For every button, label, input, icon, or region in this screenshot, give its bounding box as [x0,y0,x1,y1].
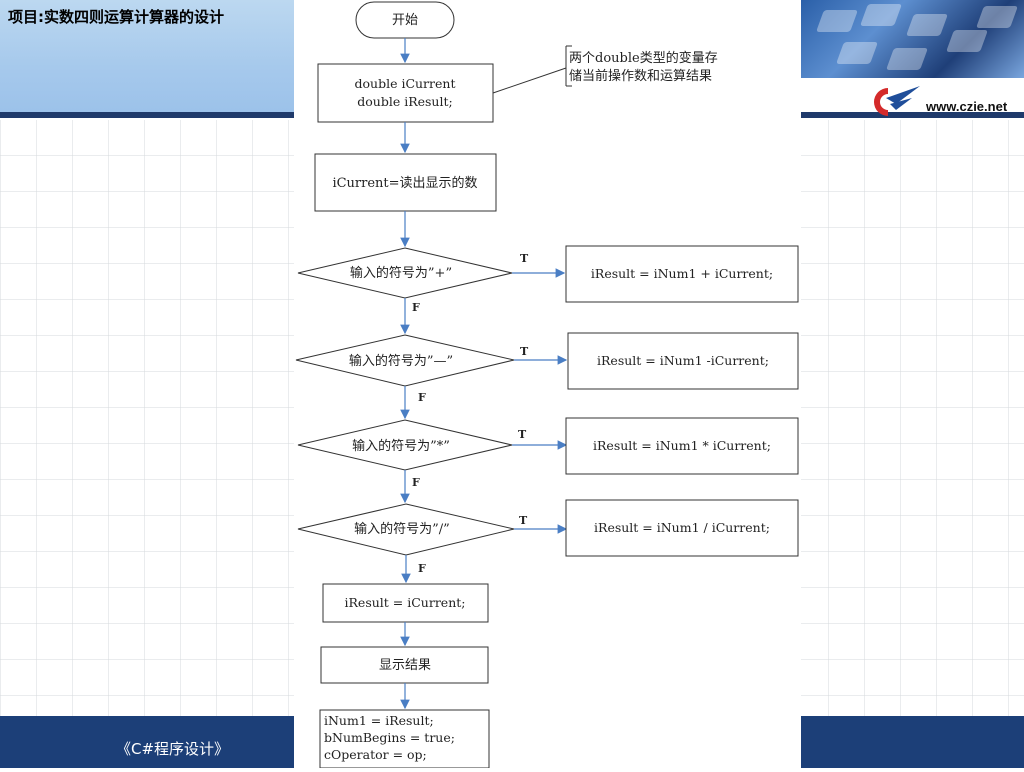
default-box [322,583,489,623]
false-label-1: F [412,301,420,314]
final-line-1: iNum1 = iResult; [324,713,434,728]
site-url: www.czie.net [926,99,1008,114]
start-label: 开始 [392,13,418,28]
final-box [319,709,490,769]
action-multiply-box [565,417,799,475]
decision-plus-label: 输入的符号为”+” [350,265,452,281]
logo-area [800,78,1024,112]
default-label: iResult = iCurrent; [345,595,466,610]
decision-divide-label: 输入的符号为”/” [354,521,450,537]
flowchart: 开始 double iCurrent double iResult; 两个dou… [295,1,799,769]
true-label-1: T [520,252,529,265]
keyboard-photo [800,0,1024,78]
action-plus-box [565,245,799,303]
college-logo-icon [874,86,920,116]
course-title: 《C#程序设计》 [116,740,230,758]
show-result-box [320,646,489,684]
note-line-1: 两个double类型的变量存 [569,50,718,66]
decision-multiply-label: 输入的符号为”*” [352,438,450,454]
true-label-3: T [518,428,527,441]
action-divide-box [565,499,799,557]
true-label-2: T [520,345,529,358]
declare-line-1: double iCurrent [355,76,456,91]
action-multiply-label: iResult = iNum1 * iCurrent; [593,438,771,453]
action-minus-label: iResult = iNum1 -iCurrent; [597,353,769,368]
action-minus-box [567,332,799,390]
action-plus-label: iResult = iNum1 + iCurrent; [591,266,773,281]
show-result-label: 显示结果 [379,658,431,673]
read-label: iCurrent=读出显示的数 [332,175,477,191]
slide-title: 项目:实数四则运算计算器的设计 [8,8,225,26]
true-label-4: T [519,514,528,527]
false-label-2: F [418,391,426,404]
action-divide-label: iResult = iNum1 / iCurrent; [594,520,770,535]
final-line-3: cOperator = op; [324,747,427,762]
flowchart-panel: 开始 double iCurrent double iResult; 两个dou… [294,0,801,769]
false-label-4: F [418,562,426,575]
read-box [314,153,497,212]
decision-minus-label: 输入的符号为”—” [349,353,453,369]
false-label-3: F [412,476,420,489]
declare-line-2: double iResult; [357,94,452,109]
note-line-2: 储当前操作数和运算结果 [569,68,712,84]
final-line-2: bNumBegins = true; [324,730,455,745]
declare-box [317,63,494,123]
